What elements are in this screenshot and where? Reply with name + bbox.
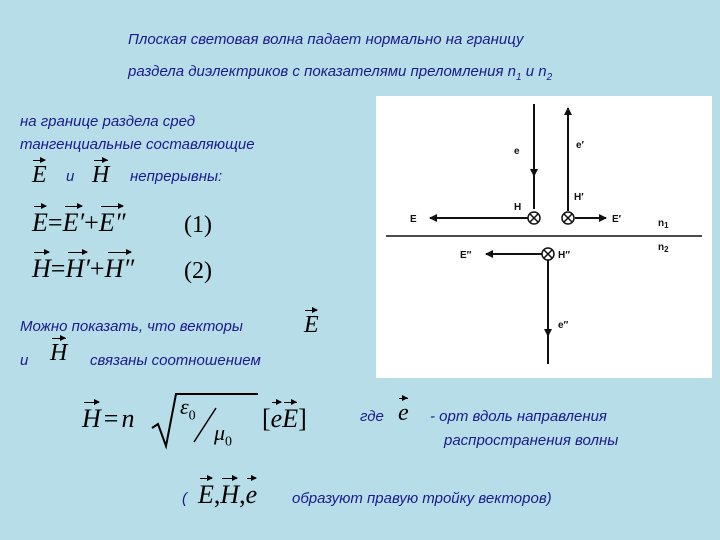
where-label: где: [360, 408, 384, 425]
formula-epsilon: ε0: [180, 394, 196, 424]
vector-e-symbol: E: [32, 157, 47, 188]
eq1-plus: +: [84, 208, 99, 237]
heading-line-1: Плоская световая волна падает нормально …: [128, 31, 524, 48]
wave-diagram: e e′ e″ E H H′ E′ E″ H″ n1 n2: [376, 96, 712, 378]
sqrt-sign: [151, 393, 258, 450]
label-E-double-prime: E″: [460, 250, 472, 261]
triple-open: (: [182, 490, 187, 507]
cross-product: [eE]: [262, 399, 307, 434]
label-e-prime: e′: [576, 140, 585, 151]
label-H-double-prime: H″: [558, 250, 570, 261]
tangential-text: тангенциальные составляющие: [20, 136, 255, 153]
equation-2: H=H′+H″: [32, 249, 135, 284]
and-word-left: и: [66, 168, 75, 185]
heading-line-2-text: раздела диэлектриков с показателями прел…: [128, 63, 504, 80]
eq2-term1: H′: [65, 249, 90, 283]
relation-vector-h: H: [50, 335, 68, 366]
label-e: e: [514, 146, 520, 157]
eq1-term1: E′: [62, 203, 85, 237]
eq2-equals: =: [50, 254, 66, 283]
relation-vector-e: E: [304, 307, 319, 338]
eq1-lhs: E: [32, 203, 48, 237]
bracket-close: ]: [298, 404, 307, 433]
and-word: и: [525, 63, 535, 80]
main-formula: H=n: [82, 399, 135, 434]
equation-2-number: (2): [184, 258, 212, 284]
triple-h: H: [220, 475, 240, 509]
triple-e: E: [198, 475, 214, 509]
triple-unit: e: [245, 475, 258, 509]
formula-h: H: [82, 399, 101, 433]
label-n2: n2: [658, 242, 669, 254]
bracket-open: [: [262, 404, 271, 433]
eq2-plus: +: [89, 254, 105, 283]
n2-subscript: 2: [546, 72, 553, 83]
h-double-prime-vector-into-page: [541, 247, 555, 261]
n2-label: n: [538, 63, 547, 80]
formula-n: n: [121, 404, 135, 433]
cross-e: e: [270, 399, 283, 433]
label-n1-sub: 1: [664, 221, 669, 230]
formula-equals: =: [103, 404, 119, 433]
eq2-lhs: H: [32, 249, 51, 283]
label-H: H: [514, 202, 521, 213]
relation-line-2: связаны соотношением: [90, 352, 261, 369]
epsilon-subscript: 0: [188, 408, 196, 424]
label-n2-sub: 2: [664, 245, 669, 254]
where-unit-vector: e: [398, 395, 409, 426]
label-e-double-prime: e″: [558, 320, 569, 331]
eq1-term2: E″: [98, 203, 126, 237]
relation-and: и: [20, 352, 29, 369]
where-text-1: - орт вдоль направления: [430, 408, 607, 425]
equation-1-number: (1): [184, 212, 212, 238]
equation-1: E=E′+E″: [32, 203, 126, 238]
relation-line-1: Можно показать, что векторы: [20, 318, 243, 335]
triple-vectors: E,H,e: [198, 475, 258, 510]
heading-line-2: раздела диэлектриков с показателями прел…: [128, 63, 552, 83]
label-E-prime: E′: [612, 214, 622, 225]
eq1-equals: =: [47, 208, 63, 237]
n1-subscript: 1: [516, 72, 522, 83]
label-H-prime: H′: [574, 192, 584, 203]
where-text-2: распространения волны: [444, 432, 619, 449]
cross-E: E: [282, 399, 299, 433]
eq2-term2: H″: [104, 249, 135, 283]
n1-label: n: [507, 63, 516, 80]
vector-h-symbol: H: [92, 157, 110, 188]
mu-subscript: 0: [225, 434, 233, 450]
formula-mu: μ0: [214, 420, 233, 450]
diagram-svg: e e′ e″ E H H′ E′ E″ H″ n1 n2: [386, 104, 702, 364]
triple-comma-1: ,: [213, 480, 221, 509]
h-vector-into-page: [527, 211, 541, 225]
boundary-text: на границе раздела сред: [20, 113, 196, 130]
triple-text: образуют правую тройку векторов): [292, 490, 552, 507]
label-n1: n1: [658, 218, 669, 230]
triple-comma-2: ,: [239, 480, 246, 509]
continuous-text: непрерывны:: [130, 168, 223, 185]
h-prime-vector-into-page: [561, 211, 575, 225]
label-E: E: [410, 214, 417, 225]
